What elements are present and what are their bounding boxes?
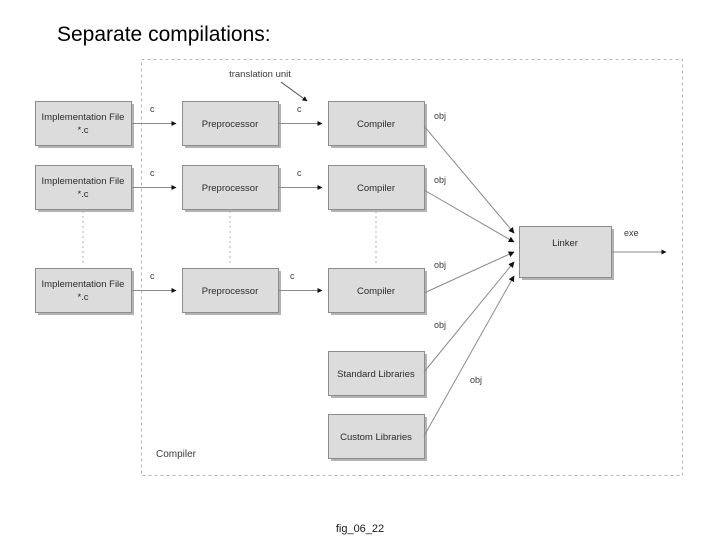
source-file-3-label-line2: *.c xyxy=(77,292,88,303)
edge-label-pre-to-comp-1: c xyxy=(297,104,302,114)
source-file-1-label-line2: *.c xyxy=(77,125,88,136)
edge-label-pre-to-comp-3: c xyxy=(290,271,295,281)
source-file-2-box[interactable] xyxy=(35,165,132,210)
source-file-2-label-line2: *.c xyxy=(77,189,88,200)
preprocessor-2-label: Preprocessor xyxy=(202,183,259,194)
edge-label-obj-5: obj xyxy=(470,375,482,385)
compiler-1-label: Compiler xyxy=(357,119,395,130)
edge-label-src-to-pre-1: c xyxy=(150,104,155,114)
page-title: Separate compilations: xyxy=(57,23,271,46)
compiler-1-box[interactable] xyxy=(328,101,425,146)
edge-label-src-to-pre-2: c xyxy=(150,168,155,178)
source-file-1-box[interactable] xyxy=(35,101,132,146)
linker-box[interactable] xyxy=(519,226,612,278)
custom-libraries-label: Custom Libraries xyxy=(340,432,412,443)
edge-label-obj-3: obj xyxy=(434,260,446,270)
source-file-2-label-line1: Implementation File xyxy=(42,176,125,187)
linker-label: Linker xyxy=(552,238,578,249)
compiler-3-label: Compiler xyxy=(357,286,395,297)
standard-libraries-label: Standard Libraries xyxy=(337,369,415,380)
edge-label-obj-4: obj xyxy=(434,320,446,330)
compiler-2-box[interactable] xyxy=(328,165,425,210)
source-file-3-label-line1: Implementation File xyxy=(42,279,125,290)
preprocessor-3-box[interactable] xyxy=(182,268,279,313)
edge-label-obj-2: obj xyxy=(434,175,446,185)
translation-unit-annotation: translation unit xyxy=(229,69,291,80)
edge-custom-libraries-to-linker xyxy=(423,275,515,437)
edge-label-pre-to-comp-2: c xyxy=(297,168,302,178)
preprocessor-2-box[interactable] xyxy=(182,165,279,210)
compiler-scope-boundary xyxy=(141,59,683,476)
preprocessor-1-box[interactable] xyxy=(182,101,279,146)
edge-compiler1-to-linker xyxy=(423,125,515,234)
edge-label-exe: exe xyxy=(624,228,639,238)
edge-label-obj-1: obj xyxy=(434,111,446,121)
preprocessor-1-label: Preprocessor xyxy=(202,119,259,130)
preprocessor-3-label: Preprocessor xyxy=(202,286,259,297)
custom-libraries-box[interactable] xyxy=(328,414,425,459)
standard-libraries-box[interactable] xyxy=(328,351,425,396)
source-file-1-label-line1: Implementation File xyxy=(42,112,125,123)
edge-compiler3-to-linker xyxy=(423,251,515,294)
compiler-3-box[interactable] xyxy=(328,268,425,313)
compiler-2-label: Compiler xyxy=(357,183,395,194)
compiler-scope-label: Compiler xyxy=(156,449,197,460)
source-file-3-box[interactable] xyxy=(35,268,132,313)
edge-label-src-to-pre-3: c xyxy=(150,271,155,281)
edge-compiler2-to-linker xyxy=(423,189,515,243)
figure-caption: fig_06_22 xyxy=(335,523,385,535)
translation-unit-pointer xyxy=(280,81,308,102)
edge-standard-libraries-to-linker xyxy=(423,261,515,373)
